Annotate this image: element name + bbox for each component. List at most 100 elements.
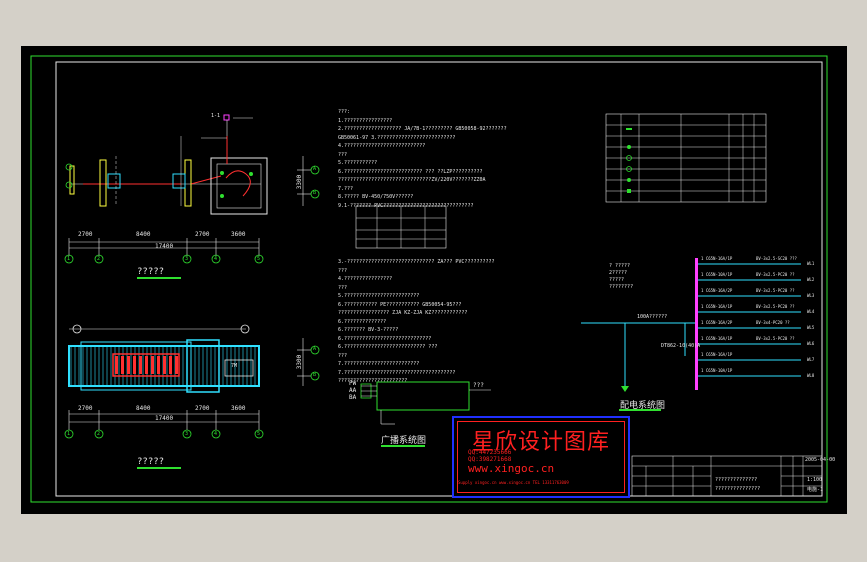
title-block: [631, 455, 823, 497]
power-branch-breaker: 1 C65N-16A/1P: [701, 304, 733, 309]
note-bottom-line: ???: [338, 267, 348, 274]
tb-scale: 1:100: [807, 477, 823, 483]
note-top-line: 9.1-??????? PVC?????????????????????????…: [338, 202, 474, 209]
note-bottom-line: 5.?????????????????????????: [338, 293, 420, 299]
note-top-line: 6.?????????????????????????? ??? ??LZP??…: [338, 168, 483, 175]
note-top-line: ???:: [338, 109, 351, 115]
bottom-axis-5: 5: [257, 431, 261, 437]
bottom-plan: [64, 324, 320, 469]
top-side-axis-b: B: [313, 190, 317, 196]
bottom-side-axis-b: B: [313, 372, 317, 378]
power-branch-cable: BV-3x2.5-SC20 ???: [756, 256, 797, 261]
top-axis-1: 1: [67, 256, 71, 262]
note-bottom-line: 4.????????????????: [338, 276, 393, 282]
note-top-line: ???????????????????????????????ZV/220V??…: [338, 177, 486, 183]
broadcast-input-2: AA: [349, 387, 357, 394]
cad-drawing-canvas[interactable]: 2700 8400 2700 3600 17400 1 2 3 4 5 ????…: [21, 46, 847, 514]
note-bottom-line: 7.?????????????????????????????????????: [338, 369, 456, 376]
note-bottom-line: 6.??????????????????????????? ???: [338, 344, 438, 350]
top-side-axis-a: A: [313, 166, 317, 172]
bottom-plan-title: ?????: [137, 457, 165, 467]
note-bottom-line: 6.?????????????????????????????: [338, 335, 432, 342]
power-branch-breaker: 1 C65N-16A/2P: [701, 320, 733, 325]
power-branch-tag: WL2: [807, 277, 815, 282]
bottom-room-tag: 7M: [231, 363, 238, 369]
bottom-axis-4: 4: [214, 431, 218, 437]
top-axis-3: 3: [185, 256, 189, 262]
power-branch-tag: WL7: [807, 357, 815, 362]
plan-red-stripe: [151, 356, 154, 374]
power-branch-cable: BV-3x2.5-PC20 ??: [756, 272, 795, 277]
bottom-dim-4: 3600: [231, 405, 246, 412]
note-top-line: 8.????? BV-450/750V??????: [338, 194, 414, 200]
plan-red-stripe: [169, 356, 172, 374]
top-axis-5: 5: [257, 256, 261, 262]
power-branch-tag: WL3: [807, 293, 815, 298]
plan-red-stripe: [127, 356, 130, 374]
spec-table: [355, 205, 447, 249]
power-branch-breaker: 1 C65N-10A/1P: [701, 272, 733, 277]
note-bottom-line: ???: [338, 352, 348, 359]
power-meter: DT862-10(40)A: [661, 343, 701, 349]
note-bottom-line: 6.??????????????: [338, 318, 387, 325]
watermark-url: www.xingoc.cn: [468, 462, 555, 475]
tb-name-2: ???????????????: [715, 486, 761, 492]
power-branch-tag: WL1: [807, 261, 815, 266]
broadcast-input-3: BA: [349, 394, 357, 401]
bottom-dim-1: 2700: [78, 405, 93, 412]
top-dim-4: 3600: [231, 231, 246, 238]
outer-frame: [30, 55, 828, 503]
top-plan-title: ?????: [137, 267, 165, 277]
top-side-dim: 3300: [296, 174, 304, 190]
broadcast-diagram: [360, 381, 491, 447]
power-branch-cable: BV-3x2.5-PC20 ??: [756, 288, 795, 293]
inner-frame: [55, 61, 823, 497]
bottom-axis-3: 3: [185, 431, 189, 437]
power-branch-breaker: 1 C65N-16A/2P: [701, 288, 733, 293]
watermark-qq-2: QQ:398271668: [468, 456, 512, 463]
power-branch-cable: BV-3x4-PC20 ??: [756, 320, 790, 325]
plan-red-stripe: [157, 356, 160, 374]
watermark-title: 星欣设计图库: [472, 430, 611, 455]
note-top-line: GB50061-97 3.??????????????????????????: [338, 134, 456, 141]
power-branch-tag: WL8: [807, 373, 815, 378]
plan-red-stripe: [133, 356, 136, 374]
broadcast-output: ???: [473, 382, 484, 389]
power-left-label: ? ?????: [609, 263, 631, 269]
note-bottom-line: 3.-????????????????????????????? ZA??? P…: [338, 259, 495, 265]
watermark-box: 星欣设计图库 QQ:447235666 QQ:398271668 www.xin…: [452, 416, 630, 498]
power-branch-tag: WL4: [807, 309, 815, 314]
top-axis-2: 2: [97, 256, 101, 262]
power-left-label: 2?????: [609, 270, 628, 276]
note-top-line: 4.???????????????????????????: [338, 143, 426, 149]
power-title: 配电系统图: [620, 401, 666, 411]
bottom-side-axis-a: A: [313, 346, 317, 352]
note-bottom-line: ???: [338, 284, 348, 291]
note-bottom-line: 7.?????????????????????????: [338, 361, 420, 367]
power-branch-tag: WL5: [807, 325, 815, 330]
power-branch-breaker: 1 C65N-10A/1P: [701, 368, 733, 373]
bottom-dim-3: 2700: [195, 405, 210, 412]
power-branch-cable: BV-3x2.5-PC20 ??: [756, 336, 795, 341]
broadcast-input-1: PW: [349, 380, 357, 387]
plan-red-stripe: [145, 356, 148, 374]
bottom-dim-2: 8400: [136, 405, 151, 412]
watermark-qq-1: QQ:447235666: [468, 449, 512, 456]
legend-table: [605, 113, 767, 203]
power-branch-breaker: 1 C65N-16A/1P: [701, 336, 733, 341]
plan-red-stripe: [163, 356, 166, 374]
top-axis-4: 4: [214, 256, 218, 262]
bottom-axis-1: 1: [67, 431, 71, 437]
power-left-label: ?????: [609, 277, 625, 283]
note-bottom-line: ????????????????? ZJA KZ-ZJA KZ?????????…: [338, 310, 468, 316]
power-feed: 100A??????: [637, 314, 668, 320]
note-top-line: ???: [338, 151, 348, 158]
plan-red-stripe: [175, 356, 178, 374]
cad-drawing: [30, 55, 828, 503]
top-plan: [64, 114, 320, 279]
top-dim-1: 2700: [78, 231, 93, 238]
tb-sheet: 电施-1: [807, 487, 824, 493]
note-top-line: 2.??????????????????? JA/7B-1????????? G…: [338, 126, 507, 132]
plan-red-stripe: [121, 356, 124, 374]
power-branch-breaker: 1 C65N-16A/1P: [701, 256, 733, 261]
